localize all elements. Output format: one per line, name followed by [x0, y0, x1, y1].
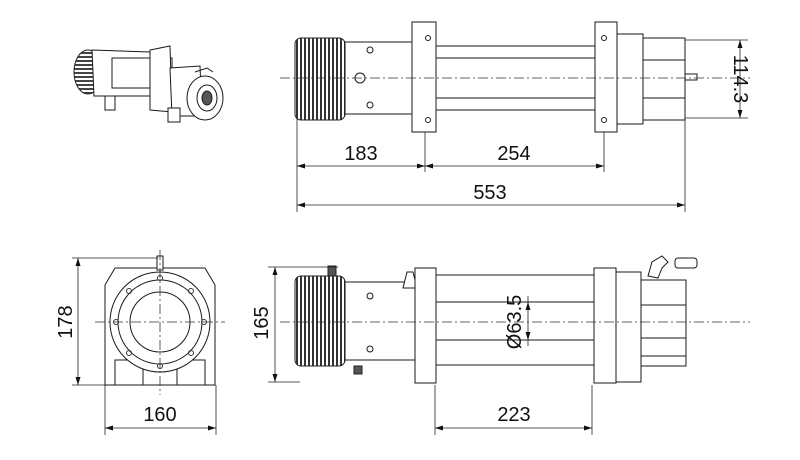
winch-isometric-view: [73, 45, 224, 123]
dimension-114-3: 114.3: [729, 55, 751, 104]
dimension-223: 223: [497, 404, 530, 426]
dimension-553: 553: [473, 182, 506, 204]
dimension-165: 165: [251, 306, 273, 339]
dimension-178: 178: [55, 305, 77, 338]
winch-side-view: [280, 255, 750, 384]
winch-front-view: [95, 250, 225, 395]
dimension-160: 160: [143, 404, 176, 426]
dimension-254: 254: [497, 143, 530, 165]
winch-top-view: [280, 21, 750, 133]
top-view-dimensions: 183 254 553 114.3: [296, 39, 751, 212]
dimension-drum-diameter: Ø63.5: [504, 295, 526, 349]
dimension-183: 183: [344, 143, 377, 165]
side-view-dimensions: 165 Ø63.5 223: [251, 266, 593, 435]
front-view-dimensions: 178 160: [55, 257, 217, 435]
